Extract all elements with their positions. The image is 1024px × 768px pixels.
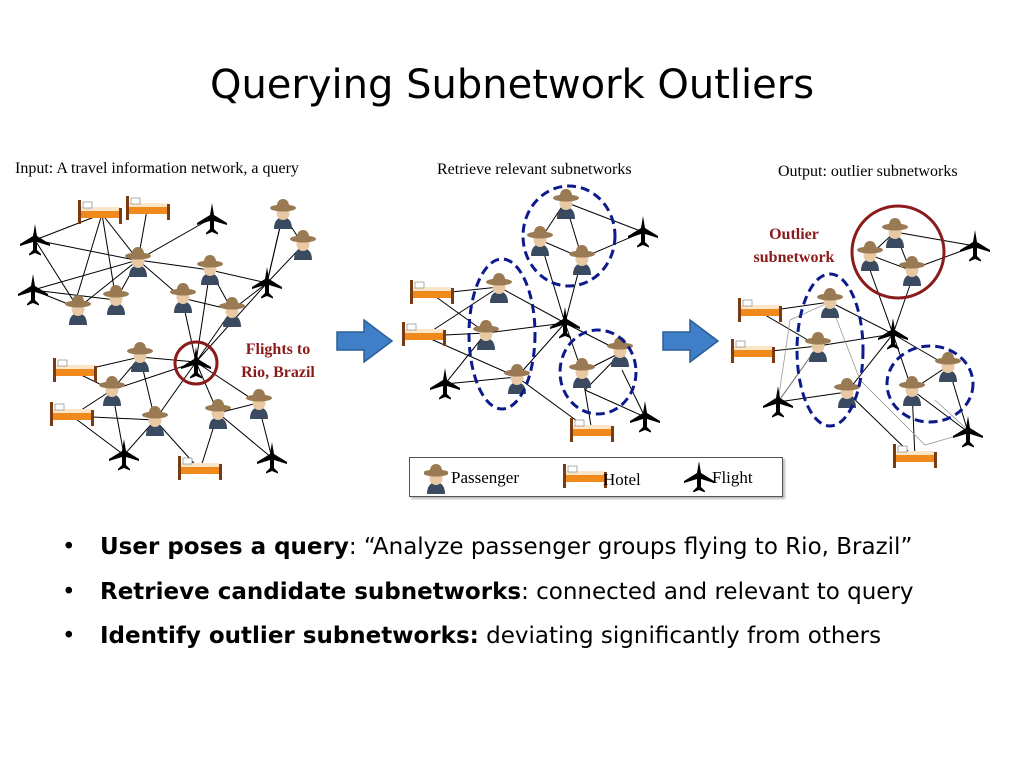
input-network-nodes [18, 195, 316, 481]
passenger-icon [424, 464, 448, 494]
legend-passenger-label: Passenger [451, 468, 519, 487]
flight-icon [20, 224, 50, 256]
passenger-icon [527, 226, 553, 256]
hotel-icon [569, 417, 615, 443]
bullet-item: • Retrieve candidate subnetworks: connect… [62, 575, 1002, 620]
cluster-ellipse [795, 272, 865, 428]
passenger-icon [473, 320, 499, 350]
label-line: subnetwork [753, 249, 835, 266]
passenger-icon [99, 376, 125, 406]
flight-icon [18, 274, 48, 306]
passenger-icon [935, 352, 961, 382]
legend: Passenger Hotel Flight [409, 457, 783, 497]
flight-icon [630, 401, 660, 433]
bullet-bold-text: User poses a query [100, 534, 349, 560]
passenger-icon [142, 406, 168, 436]
label-line: Outlier [769, 226, 819, 243]
slide-title: Querying Subnetwork Outliers [209, 62, 815, 108]
bullet-dot: • [62, 578, 76, 605]
output-network-thin-edges [777, 301, 971, 446]
flight-icon [628, 216, 658, 248]
flight-icon [684, 462, 714, 492]
network-diagram [18, 184, 990, 481]
hotel-icon [125, 195, 171, 221]
outlier-highlight-circle [850, 204, 946, 300]
rio-flight-icon [181, 347, 211, 379]
bullet-text: : “Analyze passenger groups flying to Ri… [348, 534, 913, 560]
hotel-icon [409, 279, 455, 305]
flight-icon [960, 230, 990, 262]
cluster-ellipse [558, 328, 638, 416]
label-line: Flights to [245, 341, 311, 358]
bullet-text: deviating significantly from others [478, 623, 882, 649]
passenger-icon [504, 364, 530, 394]
passenger-icon [125, 247, 151, 277]
bullet-dot: • [62, 623, 76, 649]
right-arrow-icon [662, 319, 719, 363]
passenger-icon [899, 256, 925, 286]
cluster-ellipse [521, 184, 617, 288]
flight-icon [550, 307, 580, 339]
flight-icon [763, 386, 793, 418]
flight-icon [257, 442, 287, 474]
cluster-ellipse [885, 344, 975, 424]
hotel-icon [730, 338, 776, 364]
cluster-ellipse [467, 257, 537, 411]
retrieved-network-nodes [401, 184, 660, 443]
bullet-bold-text: Identify outlier subnetworks: [100, 623, 479, 649]
legend-hotel-label: Hotel [603, 470, 641, 489]
outlier-subnetwork-label: Outlier subnetwork [738, 223, 850, 269]
passenger-icon [103, 285, 129, 315]
hotel-icon [737, 297, 783, 323]
flight-icon [197, 203, 227, 235]
bullet-dot: • [62, 534, 76, 560]
bullet-bold-text: Retrieve candidate subnetworks [100, 578, 522, 605]
bullet-item: • User poses a query: “Analyze passenger … [62, 530, 1002, 575]
flight-icon [878, 318, 908, 350]
output-caption: Output: outlier subnetworks [778, 163, 958, 180]
flight-icon [430, 368, 460, 400]
passenger-icon [270, 199, 296, 229]
bullet-item: • Identify outlier subnetworks: deviating… [62, 619, 1002, 664]
legend-flight-label: Flight [712, 468, 753, 487]
hotel-icon [52, 357, 98, 383]
output-network-nodes [730, 204, 990, 469]
right-arrow-icon [336, 319, 393, 363]
query-highlight-circle [173, 340, 219, 386]
passenger-icon [882, 218, 908, 248]
hotel-icon [562, 463, 608, 489]
passenger-icon [205, 399, 231, 429]
passenger-icon [607, 337, 633, 367]
bullet-text: : connected and relevant to query [521, 578, 914, 605]
retrieve-caption: Retrieve relevant subnetworks [437, 161, 632, 178]
passenger-icon [857, 241, 883, 271]
passenger-icon [290, 230, 316, 260]
passenger-icon [899, 376, 925, 406]
bullet-list: • User poses a query: “Analyze passenger … [62, 530, 1002, 664]
passenger-icon [170, 283, 196, 313]
passenger-icon [246, 389, 272, 419]
passenger-icon [197, 255, 223, 285]
passenger-icon [65, 295, 91, 325]
hotel-icon [177, 455, 223, 481]
passenger-icon [569, 245, 595, 275]
input-caption: Input: A travel information network, a q… [15, 160, 299, 177]
flights-to-rio-label: Flights to Rio, Brazil [228, 338, 328, 384]
label-line: Rio, Brazil [241, 364, 315, 381]
